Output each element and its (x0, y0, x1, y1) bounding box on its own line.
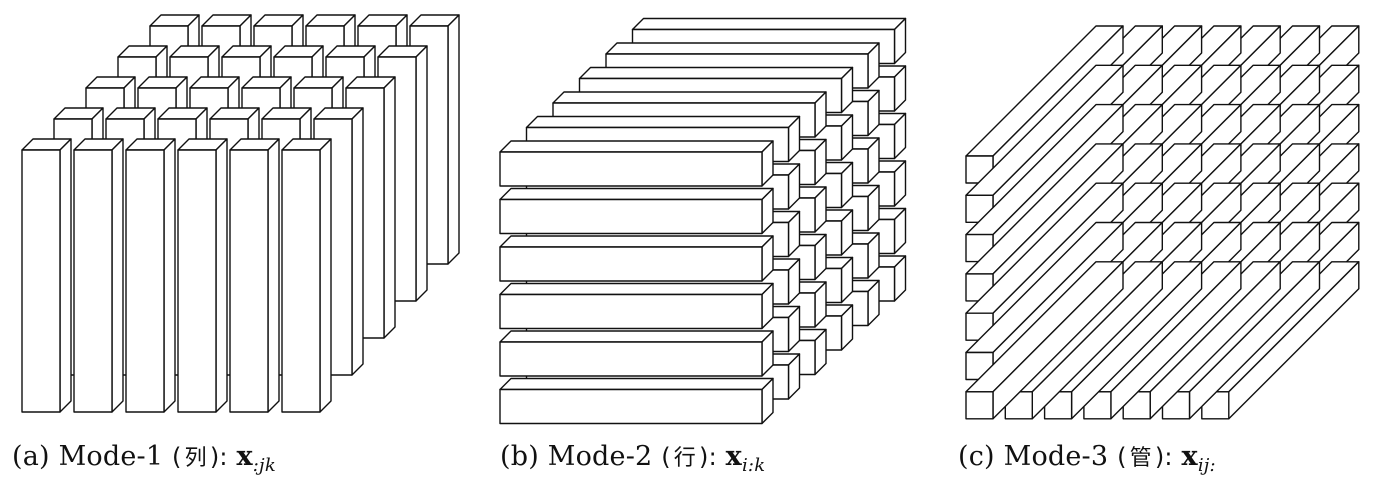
mode2-row-fibers-diagram (499, 17, 907, 425)
caption-c-subscript: ij: (1197, 455, 1216, 476)
column-fiber (21, 138, 72, 413)
caption-a-han: 列 (184, 446, 207, 471)
caption-c-han: 管 (1129, 446, 1152, 471)
caption-a-subscript: :jk (252, 455, 276, 476)
caption-c-vector: x (1181, 441, 1198, 472)
row-fiber (499, 140, 774, 187)
column-fiber (73, 138, 124, 413)
caption-a-vector: x (236, 441, 253, 472)
caption-c-mode: Mode-3 (1003, 441, 1109, 472)
row-fiber (499, 282, 774, 330)
row-fiber (499, 377, 774, 425)
caption-b: (b) Mode-2 (行): xi:k (500, 441, 766, 476)
caption-b-han: 行 (673, 446, 696, 471)
column-fiber (281, 138, 332, 413)
row-fiber (499, 235, 774, 282)
caption-b-label: (b) (500, 441, 539, 472)
mode3-tube-fibers-diagram (965, 25, 1360, 420)
caption-b-vector: x (725, 441, 742, 472)
caption-a-label: (a) (12, 441, 50, 472)
caption-a: (a) Mode-1 (列): x:jk (12, 441, 276, 476)
caption-b-subscript: i:k (741, 455, 766, 476)
column-fiber (177, 138, 228, 413)
caption-c: (c) Mode-3 (管): xij: (958, 441, 1216, 476)
caption-b-mode: Mode-2 (547, 441, 653, 472)
row-fiber (499, 187, 774, 235)
column-fiber (125, 138, 176, 413)
caption-c-label: (c) (958, 441, 995, 472)
column-fiber (229, 138, 280, 413)
caption-a-mode: Mode-1 (58, 441, 164, 472)
mode1-column-fibers-diagram (21, 14, 460, 413)
row-fiber (499, 330, 774, 377)
tube-fiber (965, 261, 1124, 420)
